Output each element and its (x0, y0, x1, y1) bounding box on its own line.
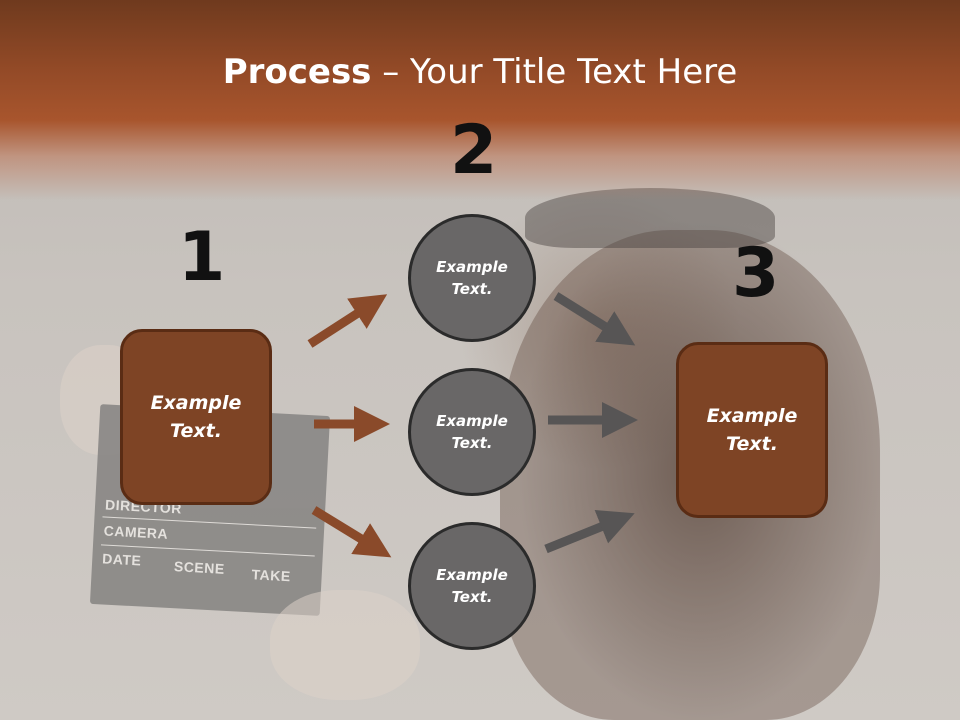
middle-circle-text: Example Text. (436, 411, 508, 453)
right-step-box: Example Text. (676, 342, 828, 518)
arrow-from-circle-1 (553, 292, 636, 346)
middle-circle-text: Example Text. (436, 565, 508, 607)
background-photo-hand (270, 590, 420, 700)
slide-title-rest: – Your Title Text Here (371, 52, 738, 92)
arrow-to-circle-3 (311, 506, 392, 558)
step-number-3: 3 (732, 234, 780, 313)
slide-title-bold: Process (222, 52, 372, 92)
middle-circle-1: Example Text. (408, 214, 536, 342)
right-step-box-text: Example Text. (706, 404, 798, 456)
step-number-1: 1 (178, 218, 226, 297)
step-number-2: 2 (450, 111, 498, 190)
middle-circle-3: Example Text. (408, 522, 536, 650)
left-step-box-text: Example Text. (150, 391, 242, 443)
slide-title: Process – Your Title Text Here (0, 52, 960, 92)
arrow-from-circle-3 (544, 510, 635, 554)
left-step-box: Example Text. (120, 329, 272, 505)
header-band (0, 0, 960, 200)
middle-circle-2: Example Text. (408, 368, 536, 496)
middle-circle-text: Example Text. (436, 257, 508, 299)
arrow-to-circle-1 (307, 294, 388, 348)
